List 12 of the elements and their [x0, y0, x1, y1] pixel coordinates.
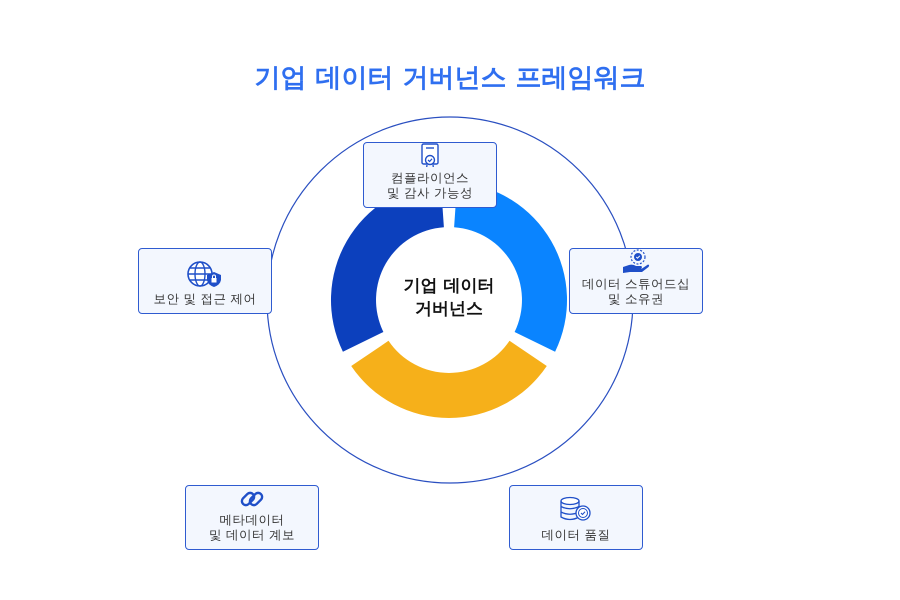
title: 기업 데이터 거버넌스 프레임워크 [253, 62, 647, 95]
box-label: 데이터 스튜어드십 및 소유권 [581, 276, 691, 306]
box-label: 보안 및 접근 제어 [152, 291, 258, 306]
info-box [569, 248, 703, 314]
box-label: 데이터 품질 [540, 527, 612, 542]
center-label: 기업 데이터 거버넌스 [379, 272, 519, 324]
info-box [509, 485, 643, 550]
info-box [138, 248, 272, 314]
info-box [363, 142, 497, 208]
box-label: 컴플라이언스 및 감사 가능성 [386, 170, 474, 200]
box-label: 메타데이터 및 데이터 계보 [208, 512, 296, 542]
info-box [185, 485, 319, 550]
